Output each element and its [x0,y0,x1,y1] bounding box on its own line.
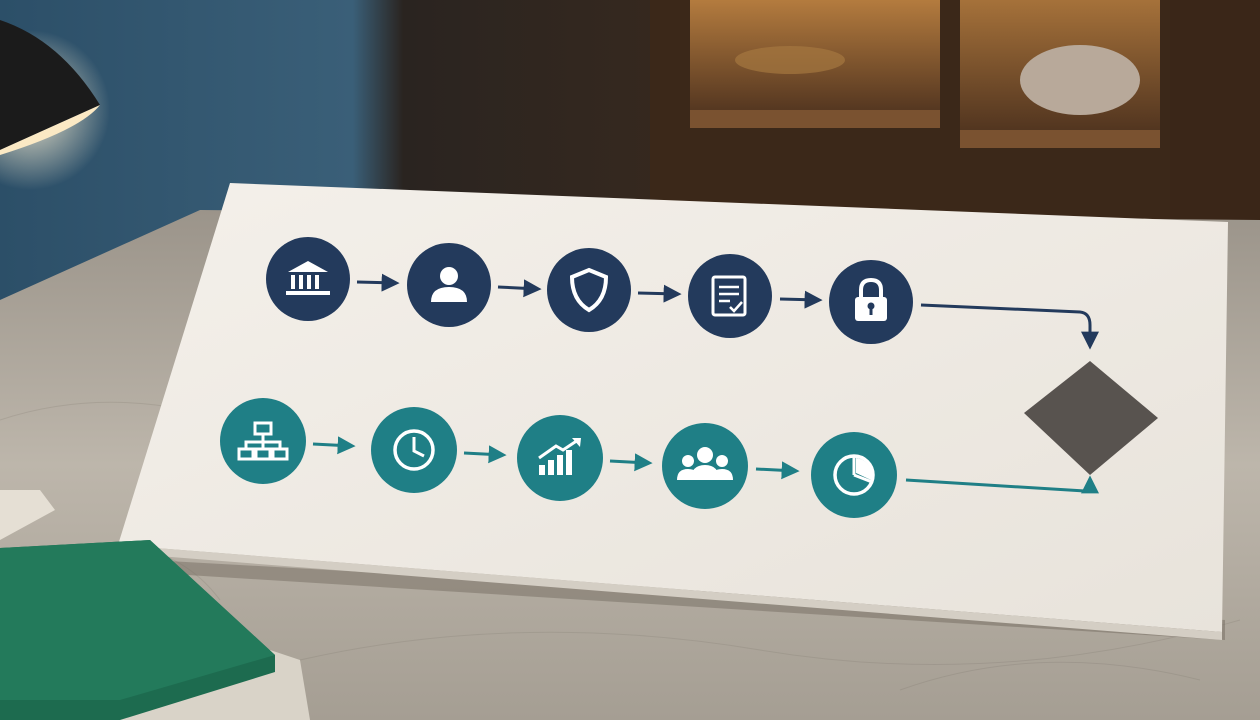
connector-to-decision [920,303,1099,350]
step-pie [811,432,897,518]
decision-diamond [1024,361,1158,475]
arrow-2 [497,279,542,298]
bar-chart-growth-icon [538,438,581,475]
step-org-chart [220,398,306,484]
step-document [688,254,772,338]
vase [1020,45,1140,115]
arrow-5 [312,436,356,455]
step-team [662,423,748,509]
step-growth [517,415,603,501]
diagram-card [118,183,1228,632]
card-shadow [140,560,1225,640]
document-check-icon [711,275,747,317]
team-icon [677,447,733,480]
step-user [407,243,491,327]
paper-corner [0,490,55,540]
desk-lamp [0,20,110,190]
arrow-1 [356,273,400,292]
clock-icon [393,429,435,471]
notebook-stack [0,490,310,720]
shield-icon [569,267,609,313]
arrow-3 [637,284,682,303]
user-icon [431,267,467,302]
lock-icon [855,277,887,321]
wooden-shelf [650,0,1260,330]
card-edge [118,545,1222,640]
bank-icon [286,261,330,295]
arrow-7 [609,453,653,472]
step-circle [688,254,772,338]
arrow-6 [463,445,507,464]
step-bank [266,237,350,321]
top-process-row [266,237,1099,350]
arrow-4 [779,290,823,309]
arrow-8 [755,461,800,480]
bottom-process-row [220,398,1099,518]
step-shield [547,248,631,332]
org-chart-icon [237,421,289,461]
connector-from-decision [905,475,1099,494]
step-lock [829,260,913,344]
pie-chart-icon [833,454,875,496]
step-circle [547,248,631,332]
step-clock [371,407,457,493]
